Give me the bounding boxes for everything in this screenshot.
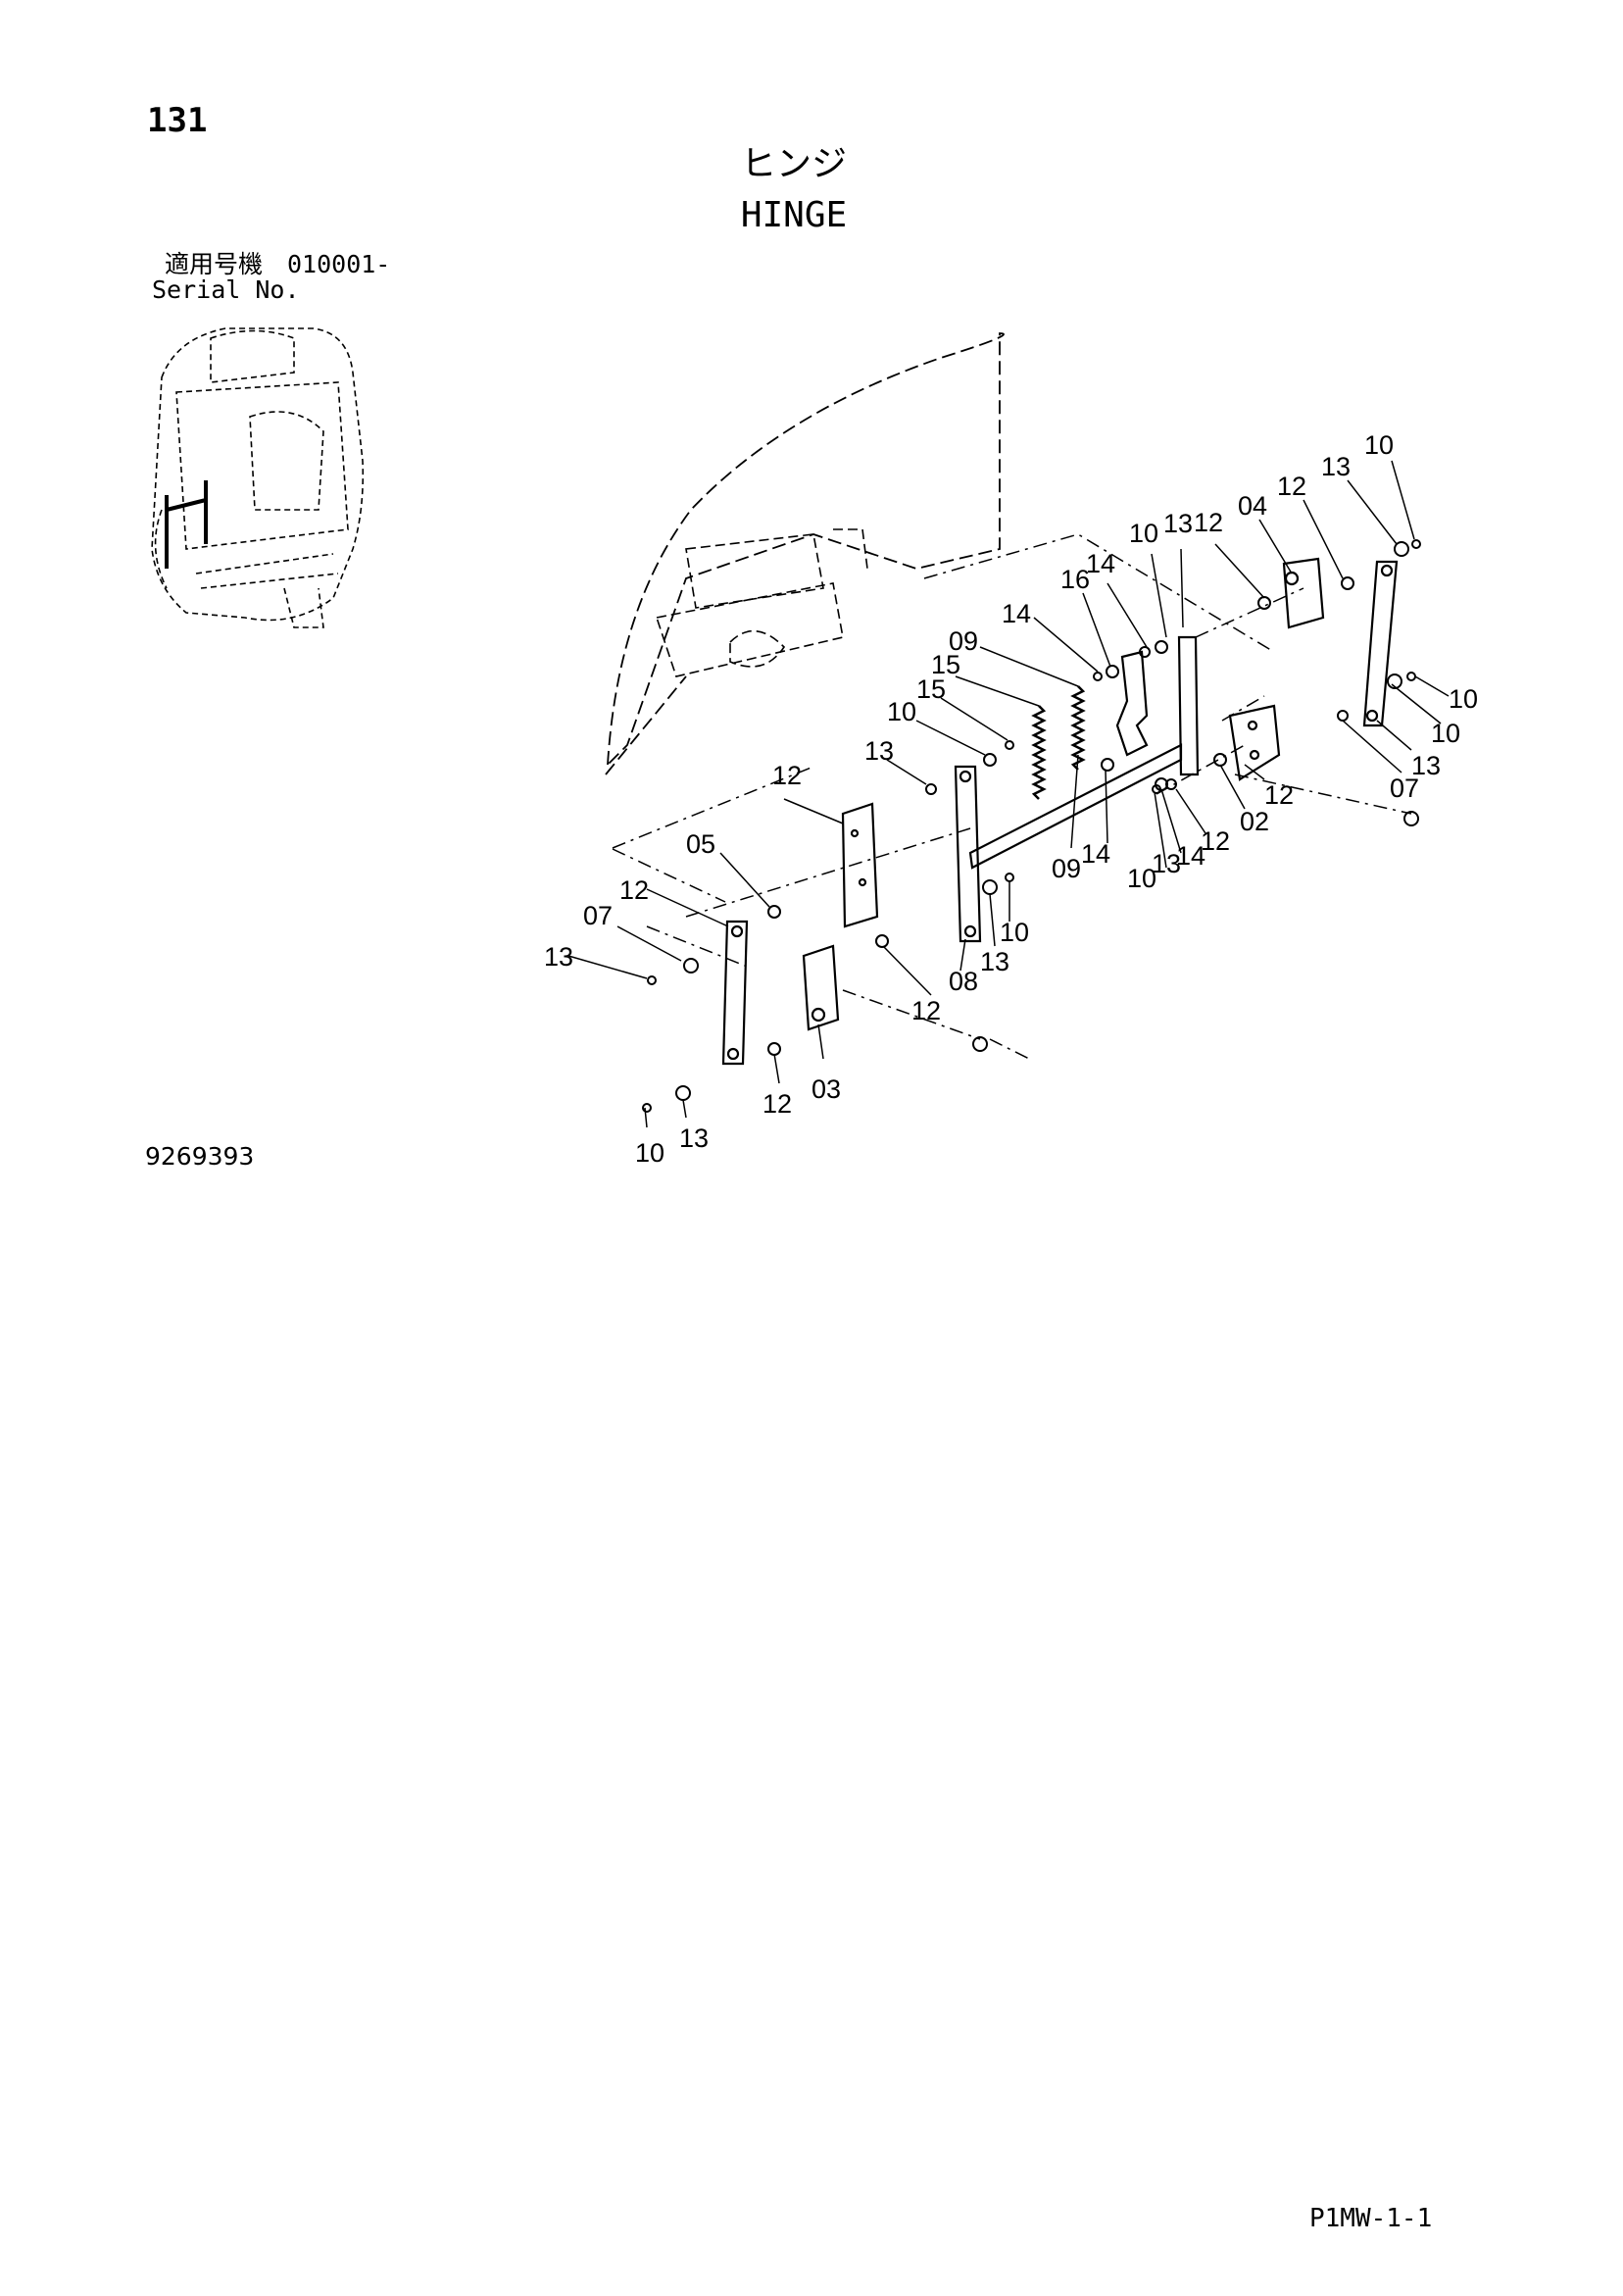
callout-label: 10 bbox=[1129, 519, 1158, 548]
callout-label: 10 bbox=[1364, 430, 1394, 460]
thumbnail-highlight bbox=[165, 480, 208, 569]
hinge-frame-08 bbox=[954, 635, 1200, 943]
callout-label: 13 bbox=[1163, 509, 1193, 538]
bracket-03 bbox=[802, 944, 840, 1031]
bracket-02 bbox=[1228, 704, 1281, 781]
callout-label: 05 bbox=[686, 829, 715, 859]
callout-label: 15 bbox=[916, 674, 946, 704]
springs-15 bbox=[1031, 685, 1086, 800]
callout-label: 13 bbox=[679, 1123, 709, 1153]
callout-label: 07 bbox=[583, 901, 613, 930]
callout-label: 12 bbox=[1277, 472, 1306, 501]
callout-label: 12 bbox=[619, 875, 649, 905]
callout-label: 13 bbox=[980, 947, 1009, 976]
callout-label: 02 bbox=[1240, 807, 1269, 836]
callout-label: 14 bbox=[1176, 841, 1205, 871]
callout-label: 10 bbox=[1449, 684, 1478, 714]
callout-label: 09 bbox=[949, 626, 978, 656]
callout-label: 10 bbox=[887, 697, 916, 726]
callout-label: 08 bbox=[949, 967, 978, 996]
window-glass-outline bbox=[605, 332, 1005, 775]
hinge-link-07-right bbox=[1362, 560, 1399, 727]
serial-label-english: Serial No. bbox=[152, 275, 300, 304]
callout-label: 09 bbox=[1052, 854, 1081, 883]
callout-label: 10 bbox=[1000, 918, 1029, 947]
page-number: 131 bbox=[147, 101, 208, 140]
cab-locator-thumbnail bbox=[151, 327, 365, 628]
page-code: P1MW-1-1 bbox=[1309, 2204, 1433, 2233]
callout-label: 15 bbox=[931, 650, 960, 679]
drawing-number: 9269393 bbox=[145, 1142, 255, 1171]
hinge-link-07-left bbox=[721, 920, 749, 1066]
title-japanese: ヒンジ bbox=[740, 144, 847, 184]
title-english: HINGE bbox=[740, 195, 848, 235]
callout-label: 13 bbox=[1411, 751, 1441, 780]
callout-label: 16 bbox=[1060, 565, 1090, 594]
callout-label: 07 bbox=[1390, 774, 1419, 803]
callout-label: 10 bbox=[1127, 864, 1156, 893]
callout-label: 12 bbox=[1194, 508, 1223, 537]
callout-label: 13 bbox=[544, 942, 573, 972]
callout-label: 12 bbox=[772, 761, 802, 790]
callout-label: 10 bbox=[635, 1138, 664, 1168]
callout-label: 14 bbox=[1081, 839, 1110, 869]
callout-label: 12 bbox=[911, 996, 941, 1025]
callout-label: 03 bbox=[812, 1074, 841, 1104]
part-callouts: 1013120412131014161409151510131205120713… bbox=[544, 430, 1478, 1168]
callout-label: 04 bbox=[1238, 491, 1267, 521]
callout-label: 13 bbox=[864, 736, 894, 766]
bolts-and-washers bbox=[642, 539, 1421, 1113]
hinge-plate-09 bbox=[1115, 650, 1149, 757]
callout-label: 12 bbox=[1264, 780, 1294, 810]
callout-label: 12 bbox=[762, 1089, 792, 1119]
callout-label: 10 bbox=[1431, 719, 1460, 748]
mounting-bracket-assembly bbox=[655, 528, 868, 677]
bracket-05 bbox=[841, 802, 879, 928]
serial-label-japanese: 適用号機 010001- bbox=[165, 250, 391, 278]
callout-label: 12 bbox=[1201, 826, 1230, 856]
callout-label: 14 bbox=[1086, 549, 1115, 578]
leader-lines bbox=[567, 460, 1450, 1128]
callout-label: 13 bbox=[1152, 849, 1181, 878]
callout-label: 14 bbox=[1002, 599, 1031, 628]
callout-label: 13 bbox=[1321, 452, 1351, 481]
